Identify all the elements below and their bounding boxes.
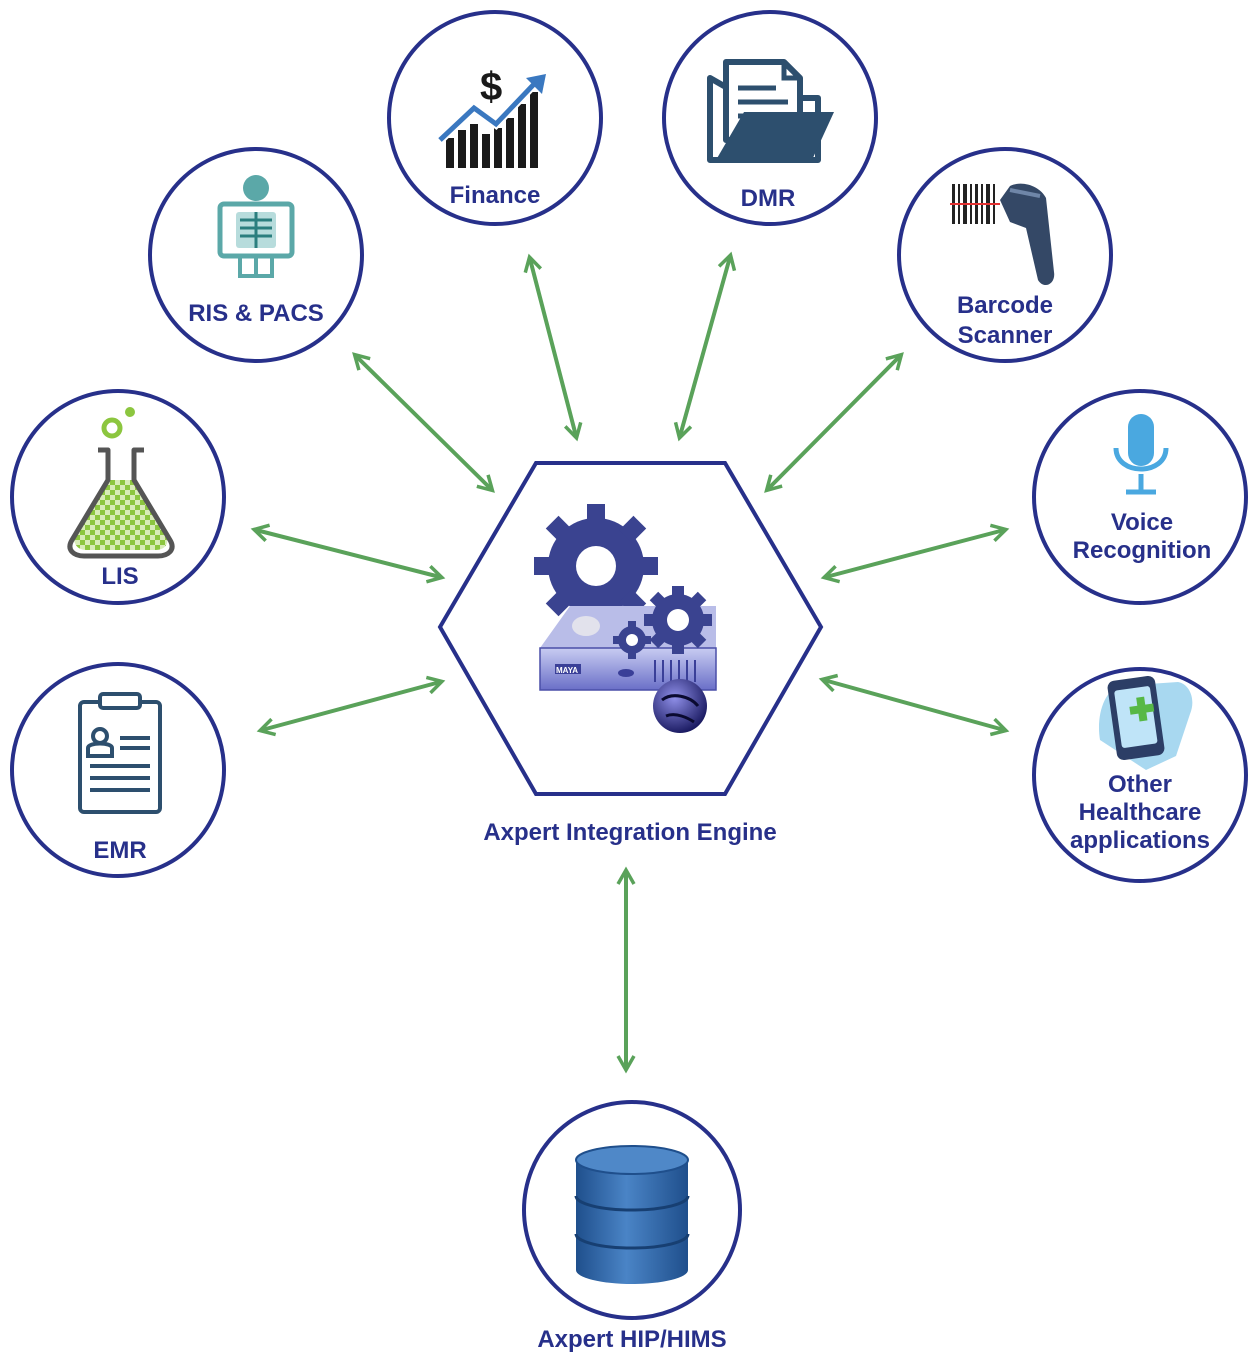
node-lis: LIS — [10, 389, 226, 605]
server-badge: MAYA — [556, 666, 578, 675]
node-voice-recognition: Voice Recognition — [1032, 389, 1248, 605]
connector-voice — [820, 523, 1010, 584]
lab-flask-icon — [67, 407, 175, 559]
connector-dmr — [673, 251, 737, 442]
node-dmr-label: DMR — [741, 185, 796, 212]
connectors — [250, 251, 1010, 1074]
clipboard-icon — [78, 692, 162, 814]
connector-lis — [250, 523, 446, 584]
node-other-label-1: Other — [1108, 771, 1172, 798]
node-barcode-scanner: Barcode Scanner — [897, 147, 1113, 363]
integration-engine-label: Axpert Integration Engine — [483, 819, 776, 846]
node-ris-pacs: RIS & PACS — [148, 147, 364, 363]
node-finance-label: Finance — [450, 182, 541, 209]
node-voice-label-1: Voice — [1111, 509, 1173, 536]
node-emr-label: EMR — [93, 837, 146, 864]
node-dmr: DMR — [662, 10, 878, 226]
node-other-circle — [1032, 667, 1248, 883]
connector-other — [818, 673, 1010, 737]
node-finance: $ Finance — [387, 10, 603, 226]
microphone-icon — [1113, 414, 1169, 495]
node-other-label-2: Healthcare — [1079, 799, 1202, 826]
svg-text:$: $ — [480, 65, 502, 109]
node-barcode-label-1: Barcode — [957, 292, 1053, 319]
connector-finance — [523, 253, 583, 442]
node-voice-label-2: Recognition — [1073, 537, 1212, 564]
node-emr-circle — [10, 662, 226, 878]
mobile-health-icon — [1098, 675, 1193, 770]
server-gears-icon: MAYA — [534, 504, 717, 733]
connector-emr — [256, 675, 446, 737]
finance-chart-icon: $ — [436, 65, 546, 168]
node-hub-label: Axpert HIP/HIMS — [537, 1326, 726, 1353]
node-barcode-label-2: Scanner — [958, 322, 1053, 349]
document-folder-icon — [707, 59, 834, 163]
node-voice-circle — [1032, 389, 1248, 605]
node-hip-hims — [522, 1100, 742, 1320]
connector-barcode — [764, 352, 904, 493]
database-icon — [574, 1145, 690, 1284]
barcode-scanner-icon — [950, 183, 1055, 286]
xray-icon — [217, 175, 295, 278]
node-lis-label: LIS — [101, 563, 138, 590]
node-other-healthcare: Other Healthcare applications — [1032, 667, 1248, 883]
node-emr: EMR — [10, 662, 226, 878]
integration-engine-node: MAYA — [437, 461, 824, 796]
node-other-label-3: applications — [1070, 827, 1210, 854]
node-ris-pacs-label: RIS & PACS — [188, 300, 324, 327]
connector-ris-pacs — [352, 352, 495, 493]
